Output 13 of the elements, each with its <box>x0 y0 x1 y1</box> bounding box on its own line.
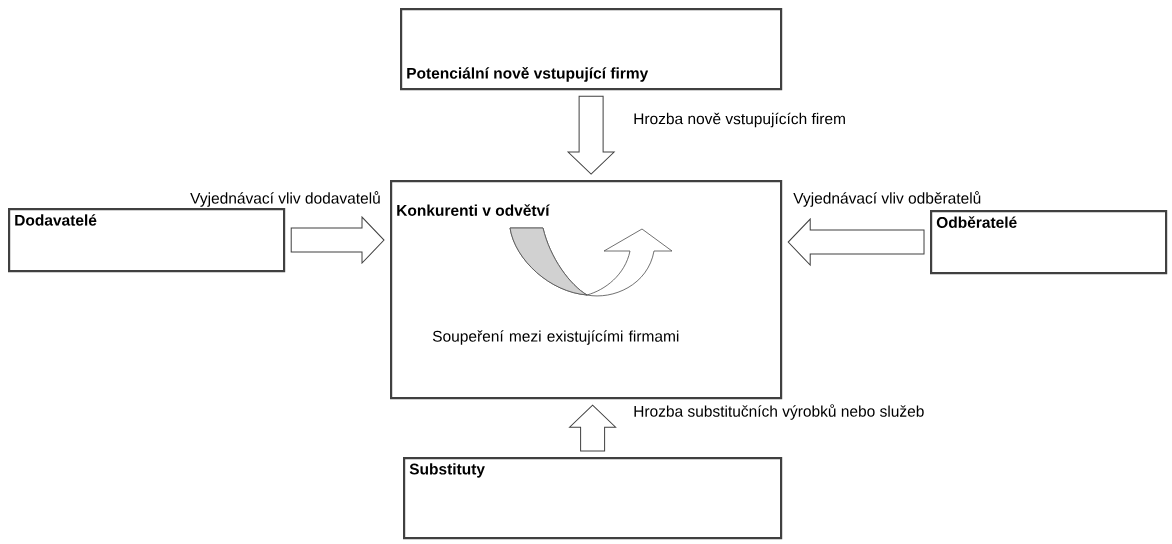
box: Konkurenti v odvětví Soupeření mezi existujícími firmami <box>390 180 783 400</box>
box: Odběratelé <box>930 210 1168 275</box>
edge-label: Vyjednávací vliv dodavatelů <box>190 191 380 207</box>
box: Potenciální nově vstupující firmy <box>400 8 783 91</box>
edge-label: Hrozba substitučních výrobků nebo služeb <box>634 404 924 420</box>
box: Substituty <box>403 457 783 540</box>
block-arrow <box>290 216 385 264</box>
block-arrow <box>569 404 617 452</box>
box: Dodavatelé <box>8 208 286 273</box>
block-arrow <box>567 95 615 175</box>
edge-label: Vyjednávací vliv odběratelů <box>793 191 981 207</box>
block-arrow <box>787 218 925 266</box>
edge-label: Hrozba nově vstupujících firem <box>634 112 845 128</box>
